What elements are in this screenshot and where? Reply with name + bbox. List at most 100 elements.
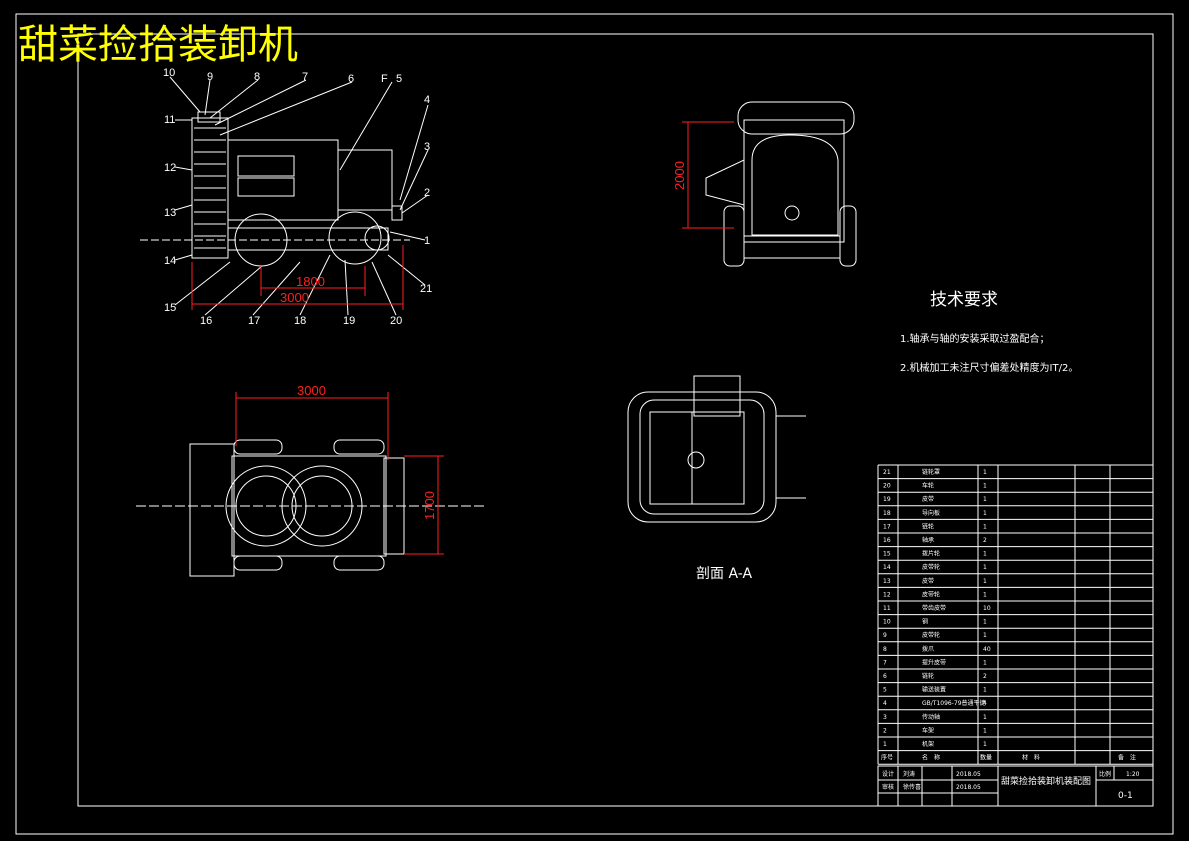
label-11: 11: [164, 114, 175, 126]
label-15: 15: [164, 302, 176, 314]
dim-3000-top: 3000: [297, 383, 326, 398]
bom-cell-name: 拨爪: [922, 645, 934, 653]
dim-1700: 1700: [422, 491, 437, 520]
bom-cell-no: 6: [883, 673, 887, 680]
side-view: 2000: [672, 101, 857, 267]
label-20: 20: [390, 315, 402, 327]
bom-cell-name: 传动轴: [922, 713, 940, 721]
bom-cell-no: 17: [883, 523, 891, 530]
label-10: 10: [163, 67, 175, 79]
dim-2000: 2000: [672, 161, 687, 190]
outer-frame: [15, 13, 1174, 835]
bom-cell-qty: 1: [983, 496, 987, 503]
bom-cell-qty: 1: [983, 659, 987, 666]
bom-cell-no: 2: [883, 727, 887, 734]
bom-cell-name: 输送装置: [922, 686, 946, 694]
tech-item-1: 1.轴承与轴的安装采取过盈配合；: [900, 332, 1050, 345]
tb-design-name: 刘涛: [903, 770, 915, 778]
tb-check-date: 2018.05: [956, 784, 981, 791]
bom-cell-qty: 1: [983, 714, 987, 721]
bom-cell-name: 车架: [922, 726, 934, 734]
bom-cell-name: 链轮: [922, 672, 934, 680]
tb-scale-label: 比例: [1099, 770, 1111, 778]
tb-scale-value: 1:20: [1126, 771, 1140, 778]
section-mark-f: F: [381, 73, 388, 85]
bom-cell-qty: 1: [983, 551, 987, 558]
dim-1800: 1800: [296, 274, 325, 289]
bom-cell-name: 车轮: [922, 482, 934, 490]
bom-cell-name: 机架: [922, 740, 934, 748]
bom-cell-no: 5: [883, 687, 887, 694]
section-label: 剖面 A-A: [696, 566, 752, 582]
bom-header-no: 序号: [881, 754, 893, 762]
drawing-title: 甜菜捡拾装卸机: [18, 22, 298, 68]
bom-header-name: 名 称: [922, 754, 940, 762]
bom-cell-qty: 2: [983, 673, 987, 680]
tb-check-label: 审核: [882, 783, 894, 791]
title-block: 设计 刘涛 2018.05 审核 徐传喜 2018.05 甜菜捡拾装卸机装配图 …: [877, 765, 1154, 807]
bom-cell-no: 18: [883, 510, 891, 517]
bom-cell-qty: 1: [983, 578, 987, 585]
bom-cell-qty: 1: [983, 483, 987, 490]
bom-cell-name: 链轮罩: [922, 468, 940, 476]
bom-header-remark: 备 注: [1118, 754, 1136, 762]
bom-cell-qty: 1: [983, 741, 987, 748]
label-16: 16: [200, 315, 212, 327]
label-3: 3: [424, 141, 430, 153]
bom-cell-qty: 4: [983, 700, 987, 707]
bom-header-qty: 数量: [980, 754, 992, 762]
bom-cell-name: 带齿皮带: [922, 604, 946, 612]
tb-drawing-title: 甜菜捡拾装卸机装配图: [1001, 775, 1091, 787]
label-7: 7: [302, 71, 308, 83]
bom-cell-qty: 1: [983, 469, 987, 476]
bom-cell-qty: 1: [983, 510, 987, 517]
bom-cell-name: 皮带: [922, 577, 934, 585]
bom-cell-no: 20: [883, 483, 891, 490]
bom-cell-qty: 1: [983, 591, 987, 598]
label-13: 13: [164, 207, 176, 219]
label-12: 12: [164, 162, 176, 174]
label-4: 4: [424, 94, 430, 106]
bom-cell-name: GB/T1096-79普通平键: [922, 699, 986, 707]
label-19: 19: [343, 315, 355, 327]
bom-cell-name: 导向板: [922, 509, 940, 517]
inner-frame: [77, 33, 1154, 807]
label-1: 1: [424, 235, 430, 247]
bom-cell-no: 21: [883, 469, 891, 476]
bom-cell-no: 12: [883, 591, 891, 598]
bom-cell-qty: 1: [983, 619, 987, 626]
tech-item-2: 2.机械加工未注尺寸偏差处精度为IT/2。: [900, 361, 1078, 374]
bom-cell-qty: 2: [983, 537, 987, 544]
bom-cell-name: 皮带轮: [922, 563, 940, 571]
label-6: 6: [348, 73, 354, 85]
label-21: 21: [420, 283, 432, 295]
bom-cell-qty: 1: [983, 687, 987, 694]
tech-requirements: 技术要求 1.轴承与轴的安装采取过盈配合； 2.机械加工未注尺寸偏差处精度为IT…: [900, 290, 1078, 374]
bom-cell-name: 拨片轮: [922, 550, 940, 558]
bom-cell-no: 13: [883, 578, 891, 585]
bom-cell-name: 提升皮带: [922, 658, 946, 666]
front-view: 10 9 8 7 6 F 5 4 3 2 1 21 11 12 13 14 15…: [140, 67, 432, 327]
label-9: 9: [207, 71, 213, 83]
tb-design-label: 设计: [882, 770, 894, 778]
bom-cell-no: 1: [883, 741, 887, 748]
tech-heading: 技术要求: [930, 290, 998, 310]
label-17: 17: [248, 315, 260, 327]
bom-cell-no: 11: [883, 605, 891, 612]
bom-cell-no: 7: [883, 659, 887, 666]
bom-cell-no: 9: [883, 632, 887, 639]
section-view: 剖面 A-A: [627, 375, 806, 582]
label-5: 5: [396, 73, 402, 85]
label-18: 18: [294, 315, 306, 327]
bom-cell-qty: 10: [983, 605, 991, 612]
bom-cell-no: 16: [883, 537, 891, 544]
bom-cell-no: 19: [883, 496, 891, 503]
bom-cell-name: 皮带: [922, 495, 934, 503]
bom-cell-qty: 40: [983, 646, 991, 653]
bom-cell-qty: 1: [983, 523, 987, 530]
bom-cell-name: 轴承: [922, 536, 934, 544]
tb-drawing-no: 0-1: [1118, 791, 1133, 801]
tb-design-date: 2018.05: [956, 771, 981, 778]
